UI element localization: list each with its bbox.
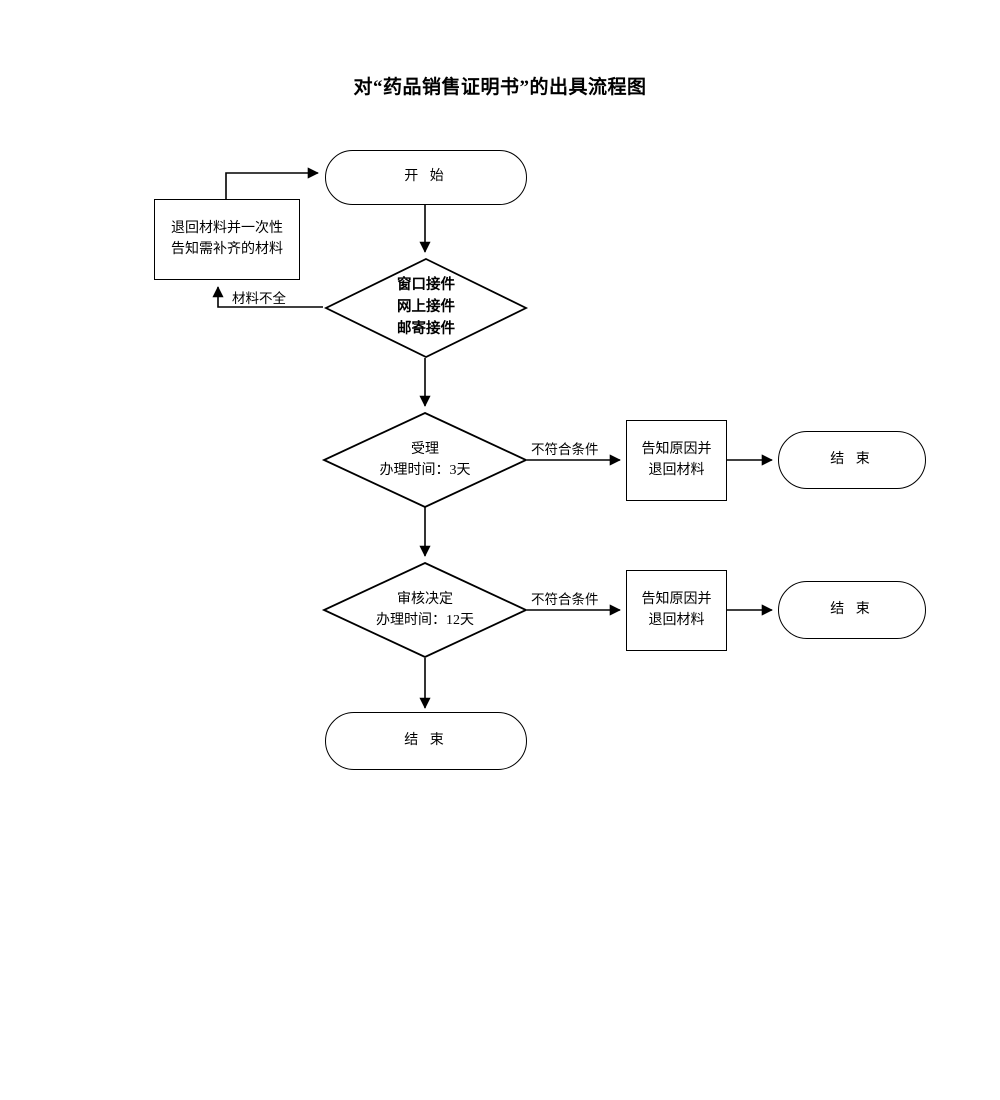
node-review[interactable]: 审核决定 办理时间：12天 <box>321 562 529 658</box>
node-accept[interactable]: 受理 办理时间：3天 <box>321 412 529 508</box>
node-intake-label: 窗口接件 网上接件 邮寄接件 <box>397 277 455 337</box>
diamond-shape-accept <box>321 412 529 508</box>
node-end-right-2-label: 结 束 <box>830 601 874 617</box>
node-intake[interactable]: 窗口接件 网上接件 邮寄接件 <box>323 257 529 359</box>
node-inform-return-1[interactable]: 告知原因并 退回材料 <box>626 420 727 501</box>
edge-label-not-qualified-1: 不符合条件 <box>531 442 599 457</box>
node-end-right-1[interactable]: 结 束 <box>778 431 926 489</box>
node-return-materials[interactable]: 退回材料并一次性 告知需补齐的材料 <box>154 199 300 280</box>
diamond-shape-review <box>321 562 529 658</box>
node-end-right-1-label: 结 束 <box>830 451 874 467</box>
page-title: 对“药品销售证明书”的出具流程图 <box>353 77 647 98</box>
node-start-label: 开 始 <box>404 169 448 185</box>
node-return-materials-label: 退回材料并一次性 告知需补齐的材料 <box>171 221 283 257</box>
diamond-shape-intake <box>323 257 529 359</box>
node-inform-return-2-label: 告知原因并 退回材料 <box>641 592 712 628</box>
node-review-label: 审核决定 办理时间：12天 <box>376 592 474 628</box>
edge-label-not-qualified-2: 不符合条件 <box>531 592 599 607</box>
node-end-right-2[interactable]: 结 束 <box>778 581 926 639</box>
node-accept-label: 受理 办理时间：3天 <box>379 442 471 478</box>
node-end-bottom[interactable]: 结 束 <box>325 712 527 770</box>
node-end-bottom-label: 结 束 <box>404 732 448 748</box>
node-inform-return-2[interactable]: 告知原因并 退回材料 <box>626 570 727 651</box>
node-start[interactable]: 开 始 <box>325 150 527 205</box>
edge-label-incomplete-materials: 材料不全 <box>232 291 286 306</box>
node-inform-return-1-label: 告知原因并 退回材料 <box>641 442 712 478</box>
